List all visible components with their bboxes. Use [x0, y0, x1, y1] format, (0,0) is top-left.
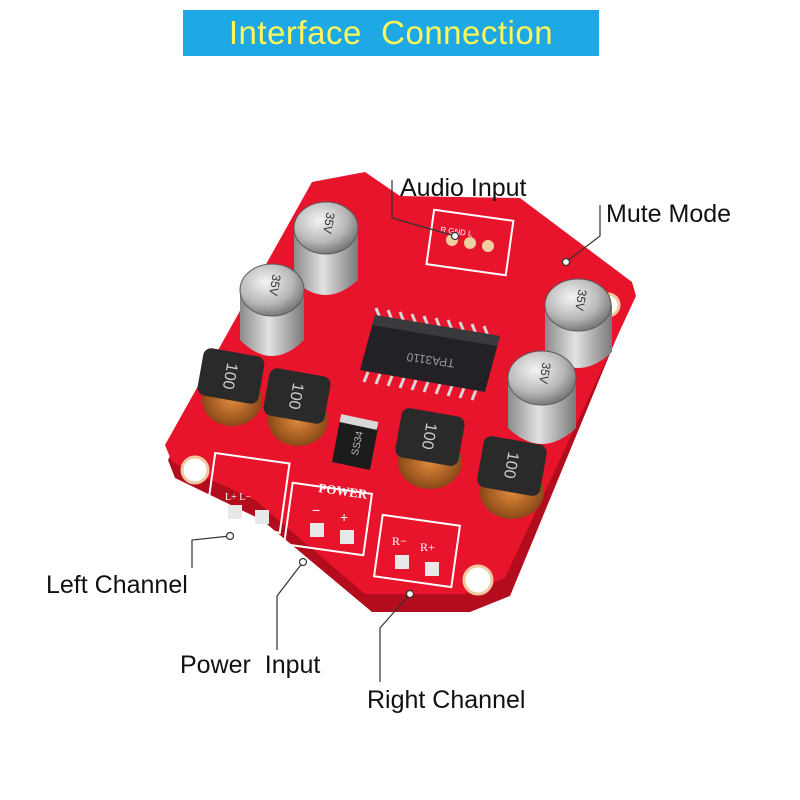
banner-title: Interface Connection [228, 14, 554, 51]
silkscreen-power: POWER [318, 480, 369, 502]
silkscreen-plus: + [340, 509, 348, 525]
capacitor: 35V [544, 278, 612, 368]
capacitor-marking: 35V [536, 361, 553, 384]
inductor-marking: 100 [219, 361, 240, 390]
callout-power-input [276, 561, 304, 650]
inductor: 100 [477, 436, 547, 519]
inductor: 100 [395, 408, 465, 489]
capacitor-marking: 35V [266, 273, 283, 296]
callout-mute-mode [565, 205, 601, 263]
inductor: 100 [197, 348, 265, 426]
silkscreen-left: L+ L− [225, 492, 251, 503]
terminal-pads [228, 234, 494, 576]
chip-marking: TPA3110 [405, 350, 455, 371]
silkscreen-minus: − [312, 502, 320, 518]
inductor: 100 [263, 368, 331, 446]
amplifier-chip: TPA3110 [360, 307, 500, 401]
label-mute-mode: Mute Mode [606, 200, 732, 228]
inductor-marking: 100 [500, 450, 521, 479]
capacitor: 35V [239, 263, 305, 356]
callout-lines [191, 180, 601, 682]
capacitor-marking: 35V [320, 211, 337, 234]
silkscreen-right-minus: R− [392, 534, 407, 548]
diode-marking: SS34 [350, 430, 366, 457]
label-power-input: Power Input [180, 651, 321, 679]
diode: SS34 [332, 414, 379, 470]
callout-audio-input [391, 180, 456, 237]
mounting-hole [462, 564, 494, 596]
label-audio-input: Audio Input [400, 174, 527, 202]
inductor-marking: 100 [418, 421, 439, 450]
header-banner: Interface Connection [183, 10, 599, 56]
label-right-channel: Right Channel [367, 686, 526, 714]
silkscreen-right-plus: R+ [420, 540, 435, 554]
callout-left-channel [191, 535, 231, 568]
capacitor-marking: 35V [572, 288, 589, 311]
inductor-marking: 100 [285, 381, 306, 410]
capacitor: 35V [293, 201, 359, 295]
capacitor: 35V [507, 350, 577, 444]
callout-right-channel [379, 593, 411, 682]
label-left-channel: Left Channel [46, 571, 188, 599]
mounting-hole [180, 455, 210, 485]
